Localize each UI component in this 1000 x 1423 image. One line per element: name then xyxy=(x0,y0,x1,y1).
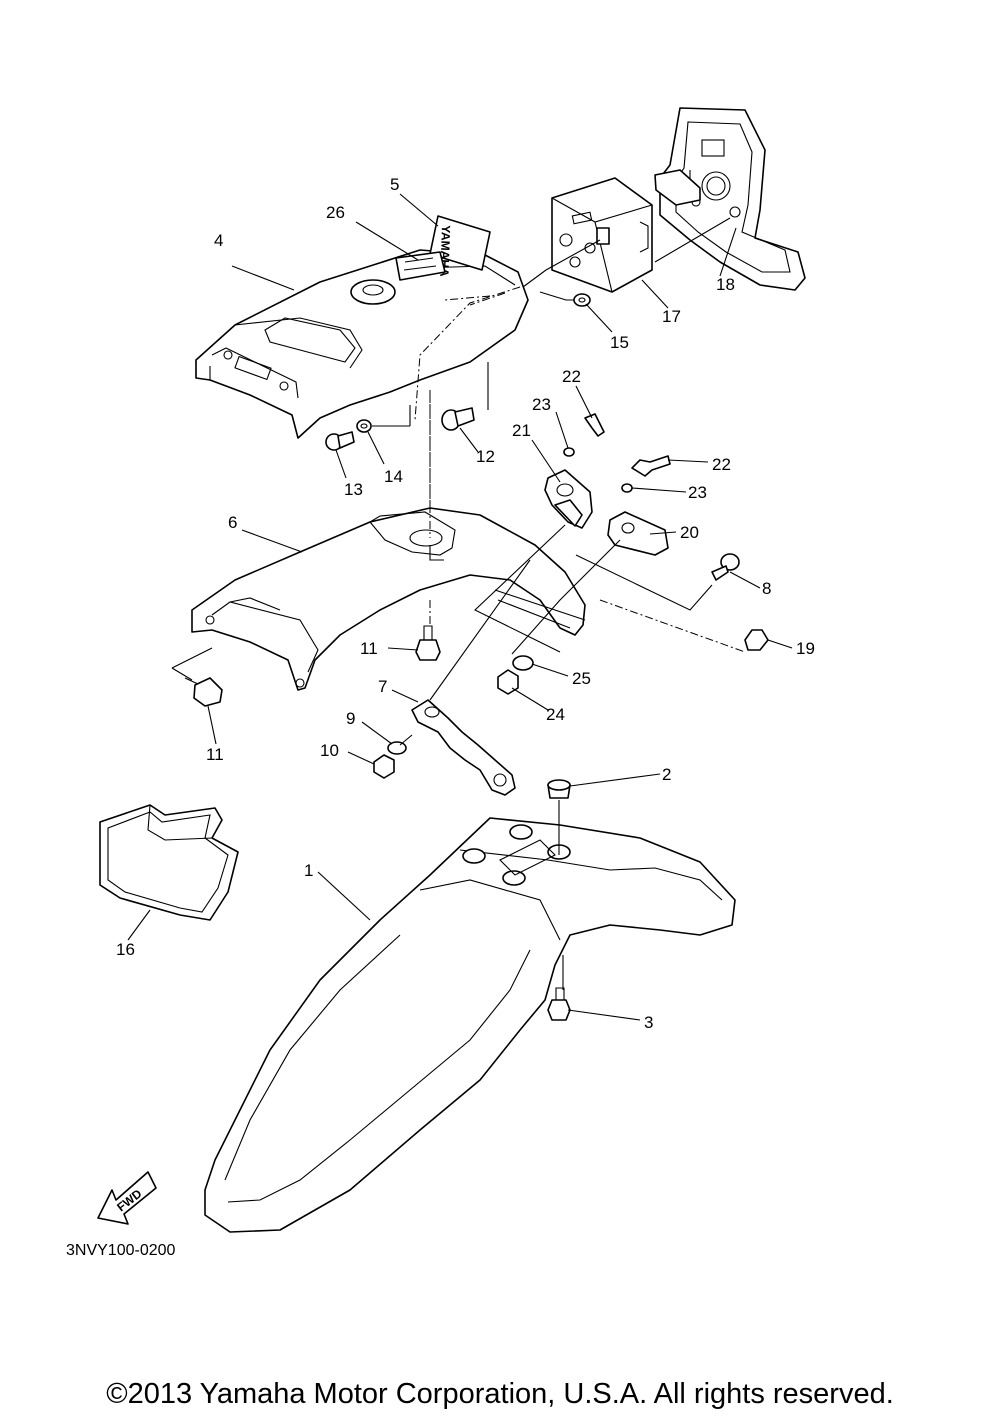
callout-10: 10 xyxy=(320,741,339,760)
callout-18: 18 xyxy=(716,275,735,294)
callout-16: 16 xyxy=(116,940,135,959)
callout-22b: 22 xyxy=(712,455,731,474)
callout-17: 17 xyxy=(662,307,681,326)
callout-9: 9 xyxy=(346,709,355,728)
callout-6: 6 xyxy=(228,513,237,532)
callout-15: 15 xyxy=(610,333,629,352)
callout-21: 21 xyxy=(512,421,531,440)
bracket-part-21 xyxy=(544,469,593,529)
protector-part-16 xyxy=(99,804,239,921)
washer-part-23a xyxy=(563,447,575,457)
washer-part-9 xyxy=(387,741,407,755)
callout-14: 14 xyxy=(384,467,403,486)
callout-7: 7 xyxy=(378,677,387,696)
callout-26: 26 xyxy=(326,203,345,222)
callout-1: 1 xyxy=(304,861,313,880)
bolt-part-13 xyxy=(325,431,355,451)
bolt-part-8 xyxy=(711,553,740,581)
callout-25: 25 xyxy=(572,669,591,688)
callout-20: 20 xyxy=(680,523,699,542)
callout-11a: 11 xyxy=(360,639,378,658)
nut-part-10 xyxy=(373,754,395,779)
license-plate-bracket-part-18 xyxy=(654,107,806,291)
callout-12: 12 xyxy=(476,447,495,466)
rivet-part-19 xyxy=(744,629,769,651)
callout-8: 8 xyxy=(762,579,771,598)
callout-5: 5 xyxy=(390,175,399,194)
washer-part-23b xyxy=(621,483,633,493)
fwd-arrow-icon: FWD xyxy=(97,1171,157,1225)
bolt-part-3 xyxy=(547,987,571,1021)
callouts: 5 26 4 18 17 15 22 23 21 22 23 20 8 19 2… xyxy=(116,175,815,1032)
screw-part-22a xyxy=(584,413,605,437)
callout-3: 3 xyxy=(644,1013,653,1032)
assembly-lines xyxy=(171,217,746,990)
callout-19: 19 xyxy=(796,639,815,658)
copyright-notice: ©2013 Yamaha Motor Corporation, U.S.A. A… xyxy=(106,1378,894,1410)
diagram-code: 3NVY100-0200 xyxy=(66,1242,176,1259)
rear-fender-part-6 xyxy=(191,507,586,691)
callout-2: 2 xyxy=(662,765,671,784)
callout-23b: 23 xyxy=(688,483,707,502)
callout-24: 24 xyxy=(546,705,565,724)
grommet-part-2 xyxy=(547,779,571,799)
bolt-part-11b xyxy=(184,677,223,707)
callout-11b: 11 xyxy=(206,745,224,764)
bracket-part-20 xyxy=(607,511,669,556)
screw-part-22b xyxy=(631,455,671,477)
callout-23a: 23 xyxy=(532,395,551,414)
mudguard-part-1 xyxy=(204,817,736,1233)
leader-lines xyxy=(127,193,793,1021)
stay-part-7 xyxy=(411,699,516,796)
callout-22a: 22 xyxy=(562,367,581,386)
rear-fender-cover-part-4 xyxy=(195,249,529,439)
callout-13: 13 xyxy=(344,480,363,499)
callout-4: 4 xyxy=(214,231,223,250)
grommet-part-15 xyxy=(573,293,591,307)
decal-part-26 xyxy=(395,251,446,281)
tail-light-part-17 xyxy=(551,177,653,293)
washer-part-14 xyxy=(356,419,372,433)
bolt-part-11a xyxy=(415,625,441,661)
washer-part-25 xyxy=(512,655,534,671)
bolt-part-12 xyxy=(441,407,475,431)
